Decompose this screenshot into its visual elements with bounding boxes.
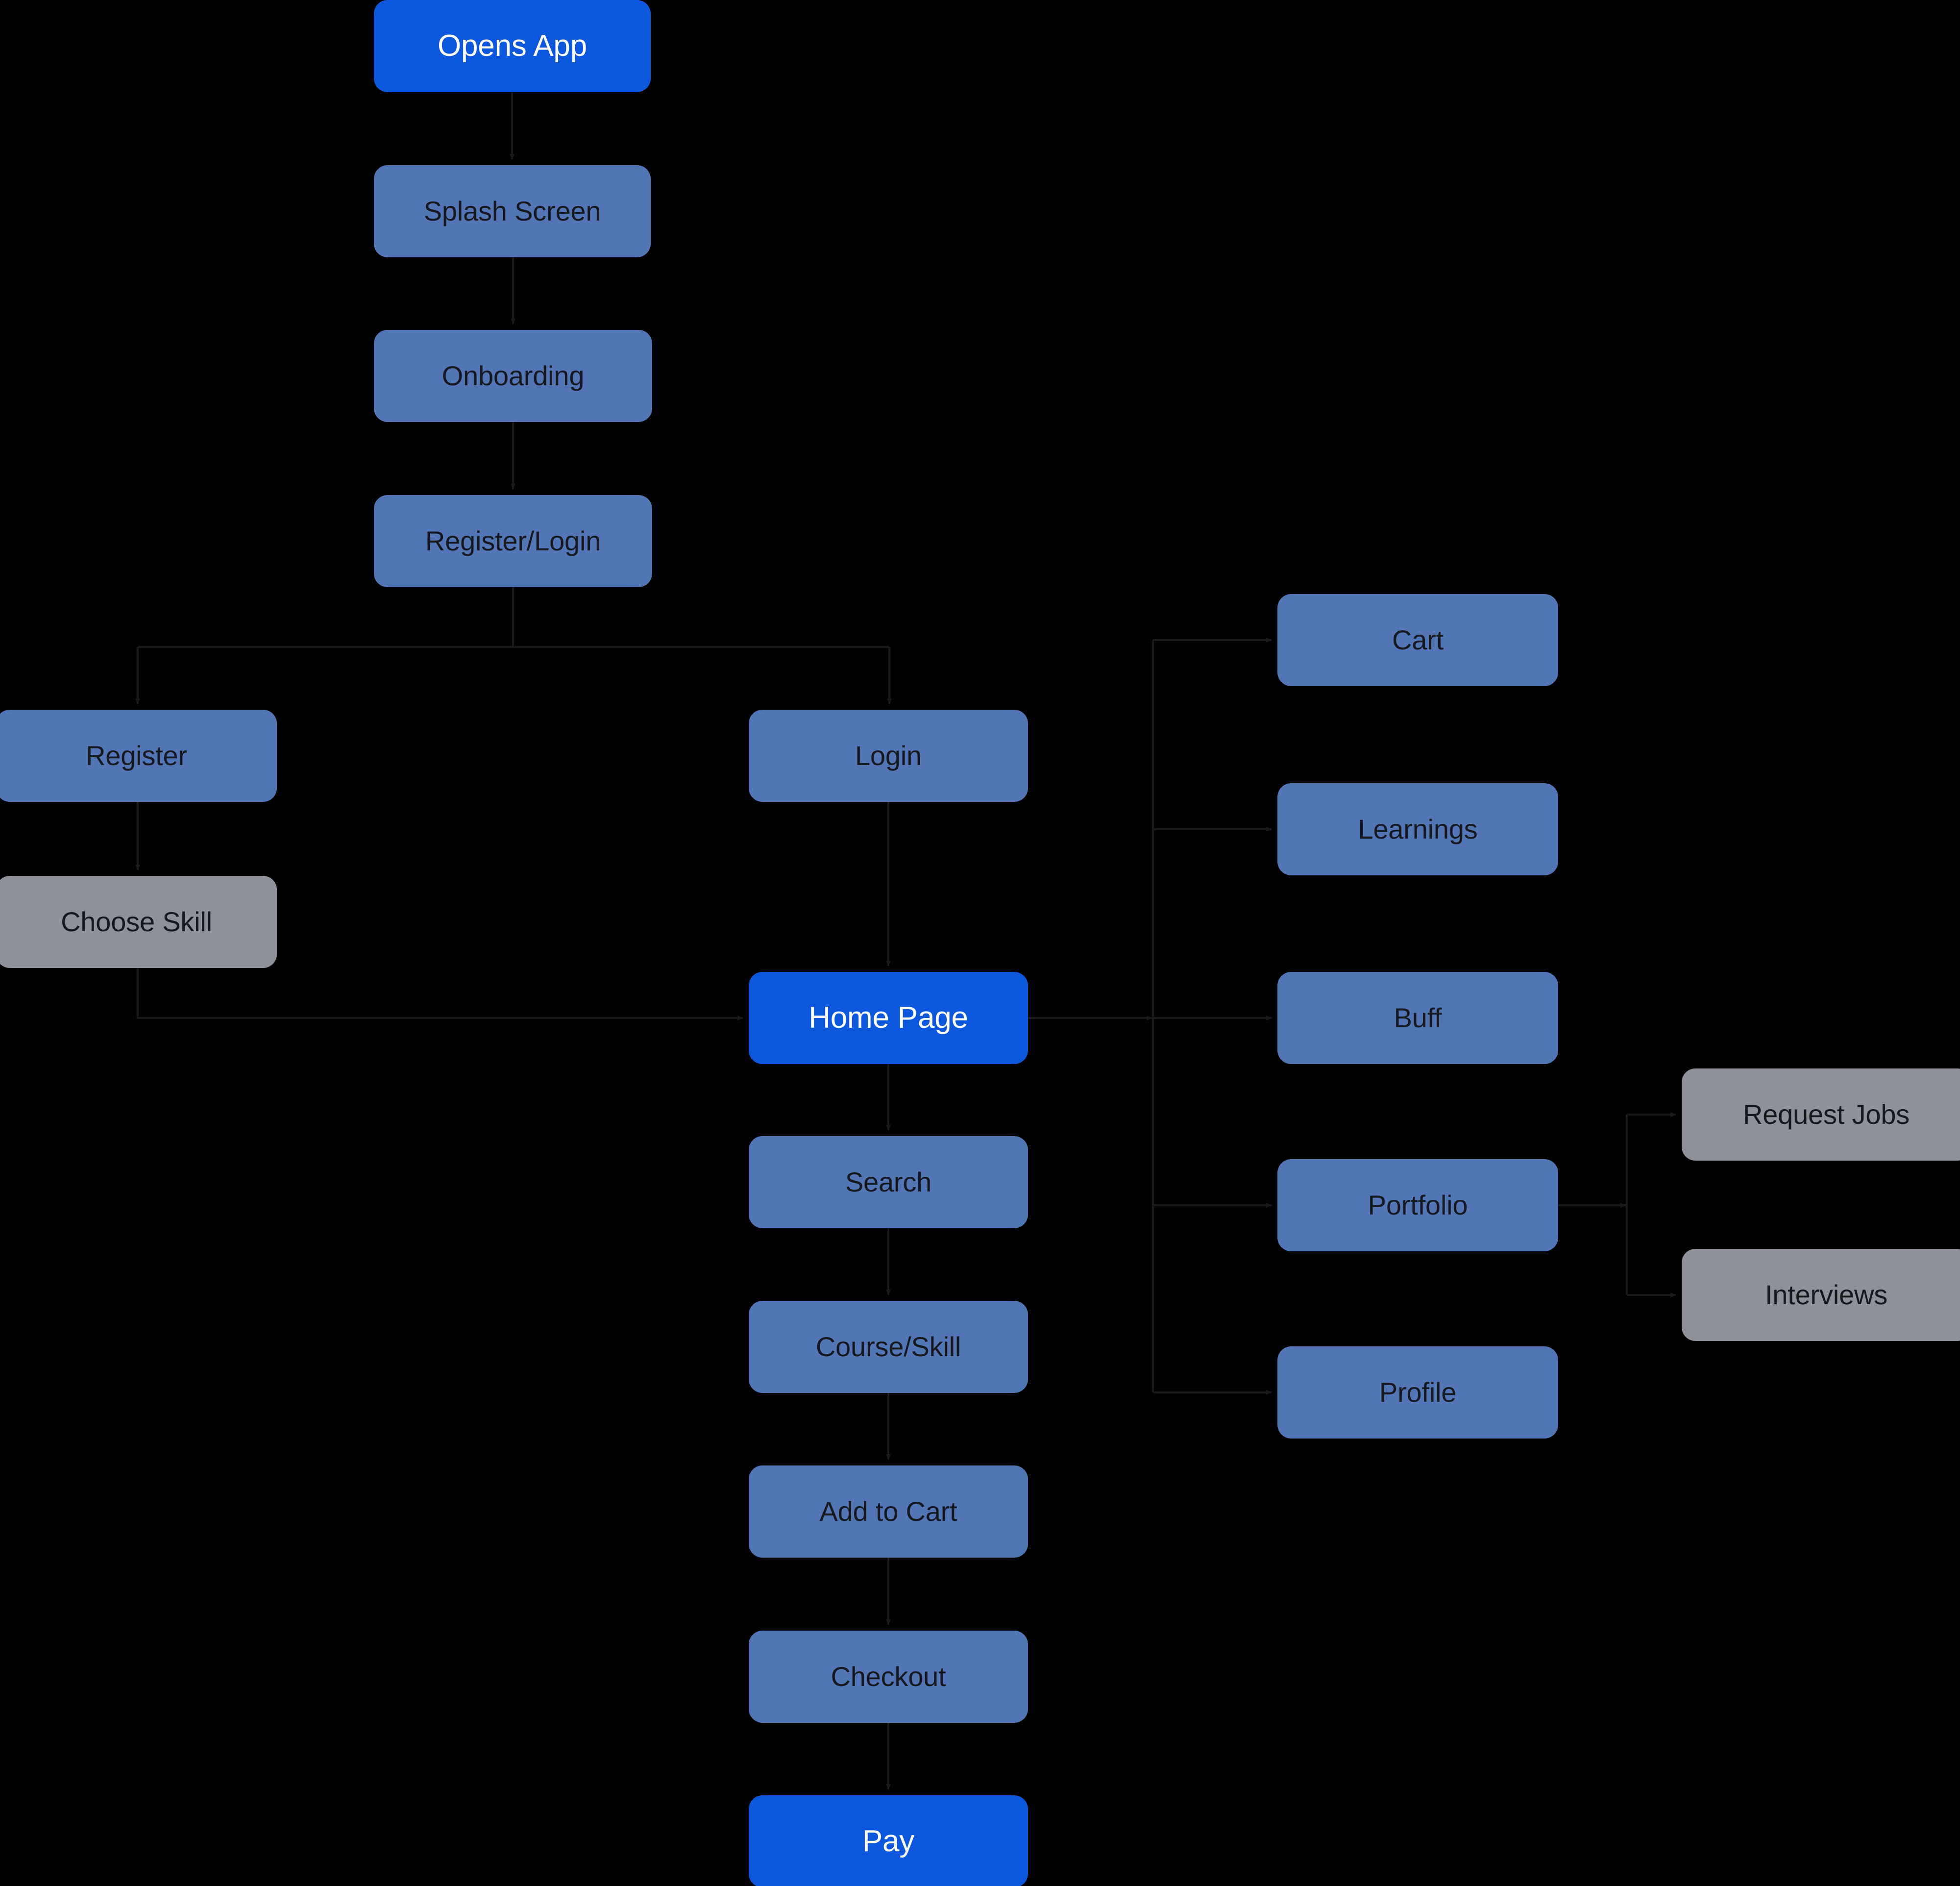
node-label: Course/Skill	[815, 1331, 961, 1363]
node-portfolio[interactable]: Portfolio	[1277, 1159, 1558, 1251]
node-label: Register	[86, 740, 187, 771]
node-label: Choose Skill	[61, 906, 212, 938]
node-label: Login	[855, 740, 922, 771]
node-add-to-cart[interactable]: Add to Cart	[749, 1465, 1028, 1558]
node-login[interactable]: Login	[749, 710, 1028, 802]
node-opens-app[interactable]: Opens App	[374, 0, 651, 92]
node-label: Splash Screen	[423, 196, 601, 227]
node-cart[interactable]: Cart	[1277, 594, 1558, 686]
node-request-jobs[interactable]: Request Jobs	[1682, 1068, 1960, 1161]
node-label: Opens App	[438, 28, 587, 63]
node-label: Search	[845, 1166, 932, 1198]
node-label: Interviews	[1764, 1279, 1888, 1311]
node-label: Register/Login	[425, 525, 601, 557]
node-label: Home Page	[808, 1000, 968, 1035]
node-label: Profile	[1379, 1377, 1457, 1408]
node-learnings[interactable]: Learnings	[1277, 783, 1558, 875]
node-label: Request Jobs	[1742, 1099, 1910, 1130]
edge-choose-skill-to-home-page	[137, 968, 743, 1020]
node-label: Portfolio	[1368, 1190, 1468, 1221]
node-course-skill[interactable]: Course/Skill	[749, 1301, 1028, 1393]
node-label: Add to Cart	[819, 1496, 957, 1527]
node-interviews[interactable]: Interviews	[1682, 1249, 1960, 1341]
node-home-page[interactable]: Home Page	[749, 972, 1028, 1064]
node-pay[interactable]: Pay	[749, 1795, 1028, 1886]
node-label: Buff	[1394, 1002, 1442, 1034]
node-search[interactable]: Search	[749, 1136, 1028, 1228]
node-choose-skill[interactable]: Choose Skill	[0, 876, 277, 968]
node-label: Learnings	[1358, 814, 1478, 845]
node-splash-screen[interactable]: Splash Screen	[374, 165, 651, 257]
node-label: Checkout	[831, 1661, 946, 1692]
node-onboarding[interactable]: Onboarding	[374, 330, 652, 422]
node-label: Onboarding	[441, 360, 585, 392]
node-register-login[interactable]: Register/Login	[374, 495, 652, 587]
node-label: Pay	[862, 1824, 915, 1858]
node-register[interactable]: Register	[0, 710, 277, 802]
node-checkout[interactable]: Checkout	[749, 1631, 1028, 1723]
node-buff[interactable]: Buff	[1277, 972, 1558, 1064]
node-profile[interactable]: Profile	[1277, 1346, 1558, 1439]
node-label: Cart	[1392, 624, 1444, 656]
